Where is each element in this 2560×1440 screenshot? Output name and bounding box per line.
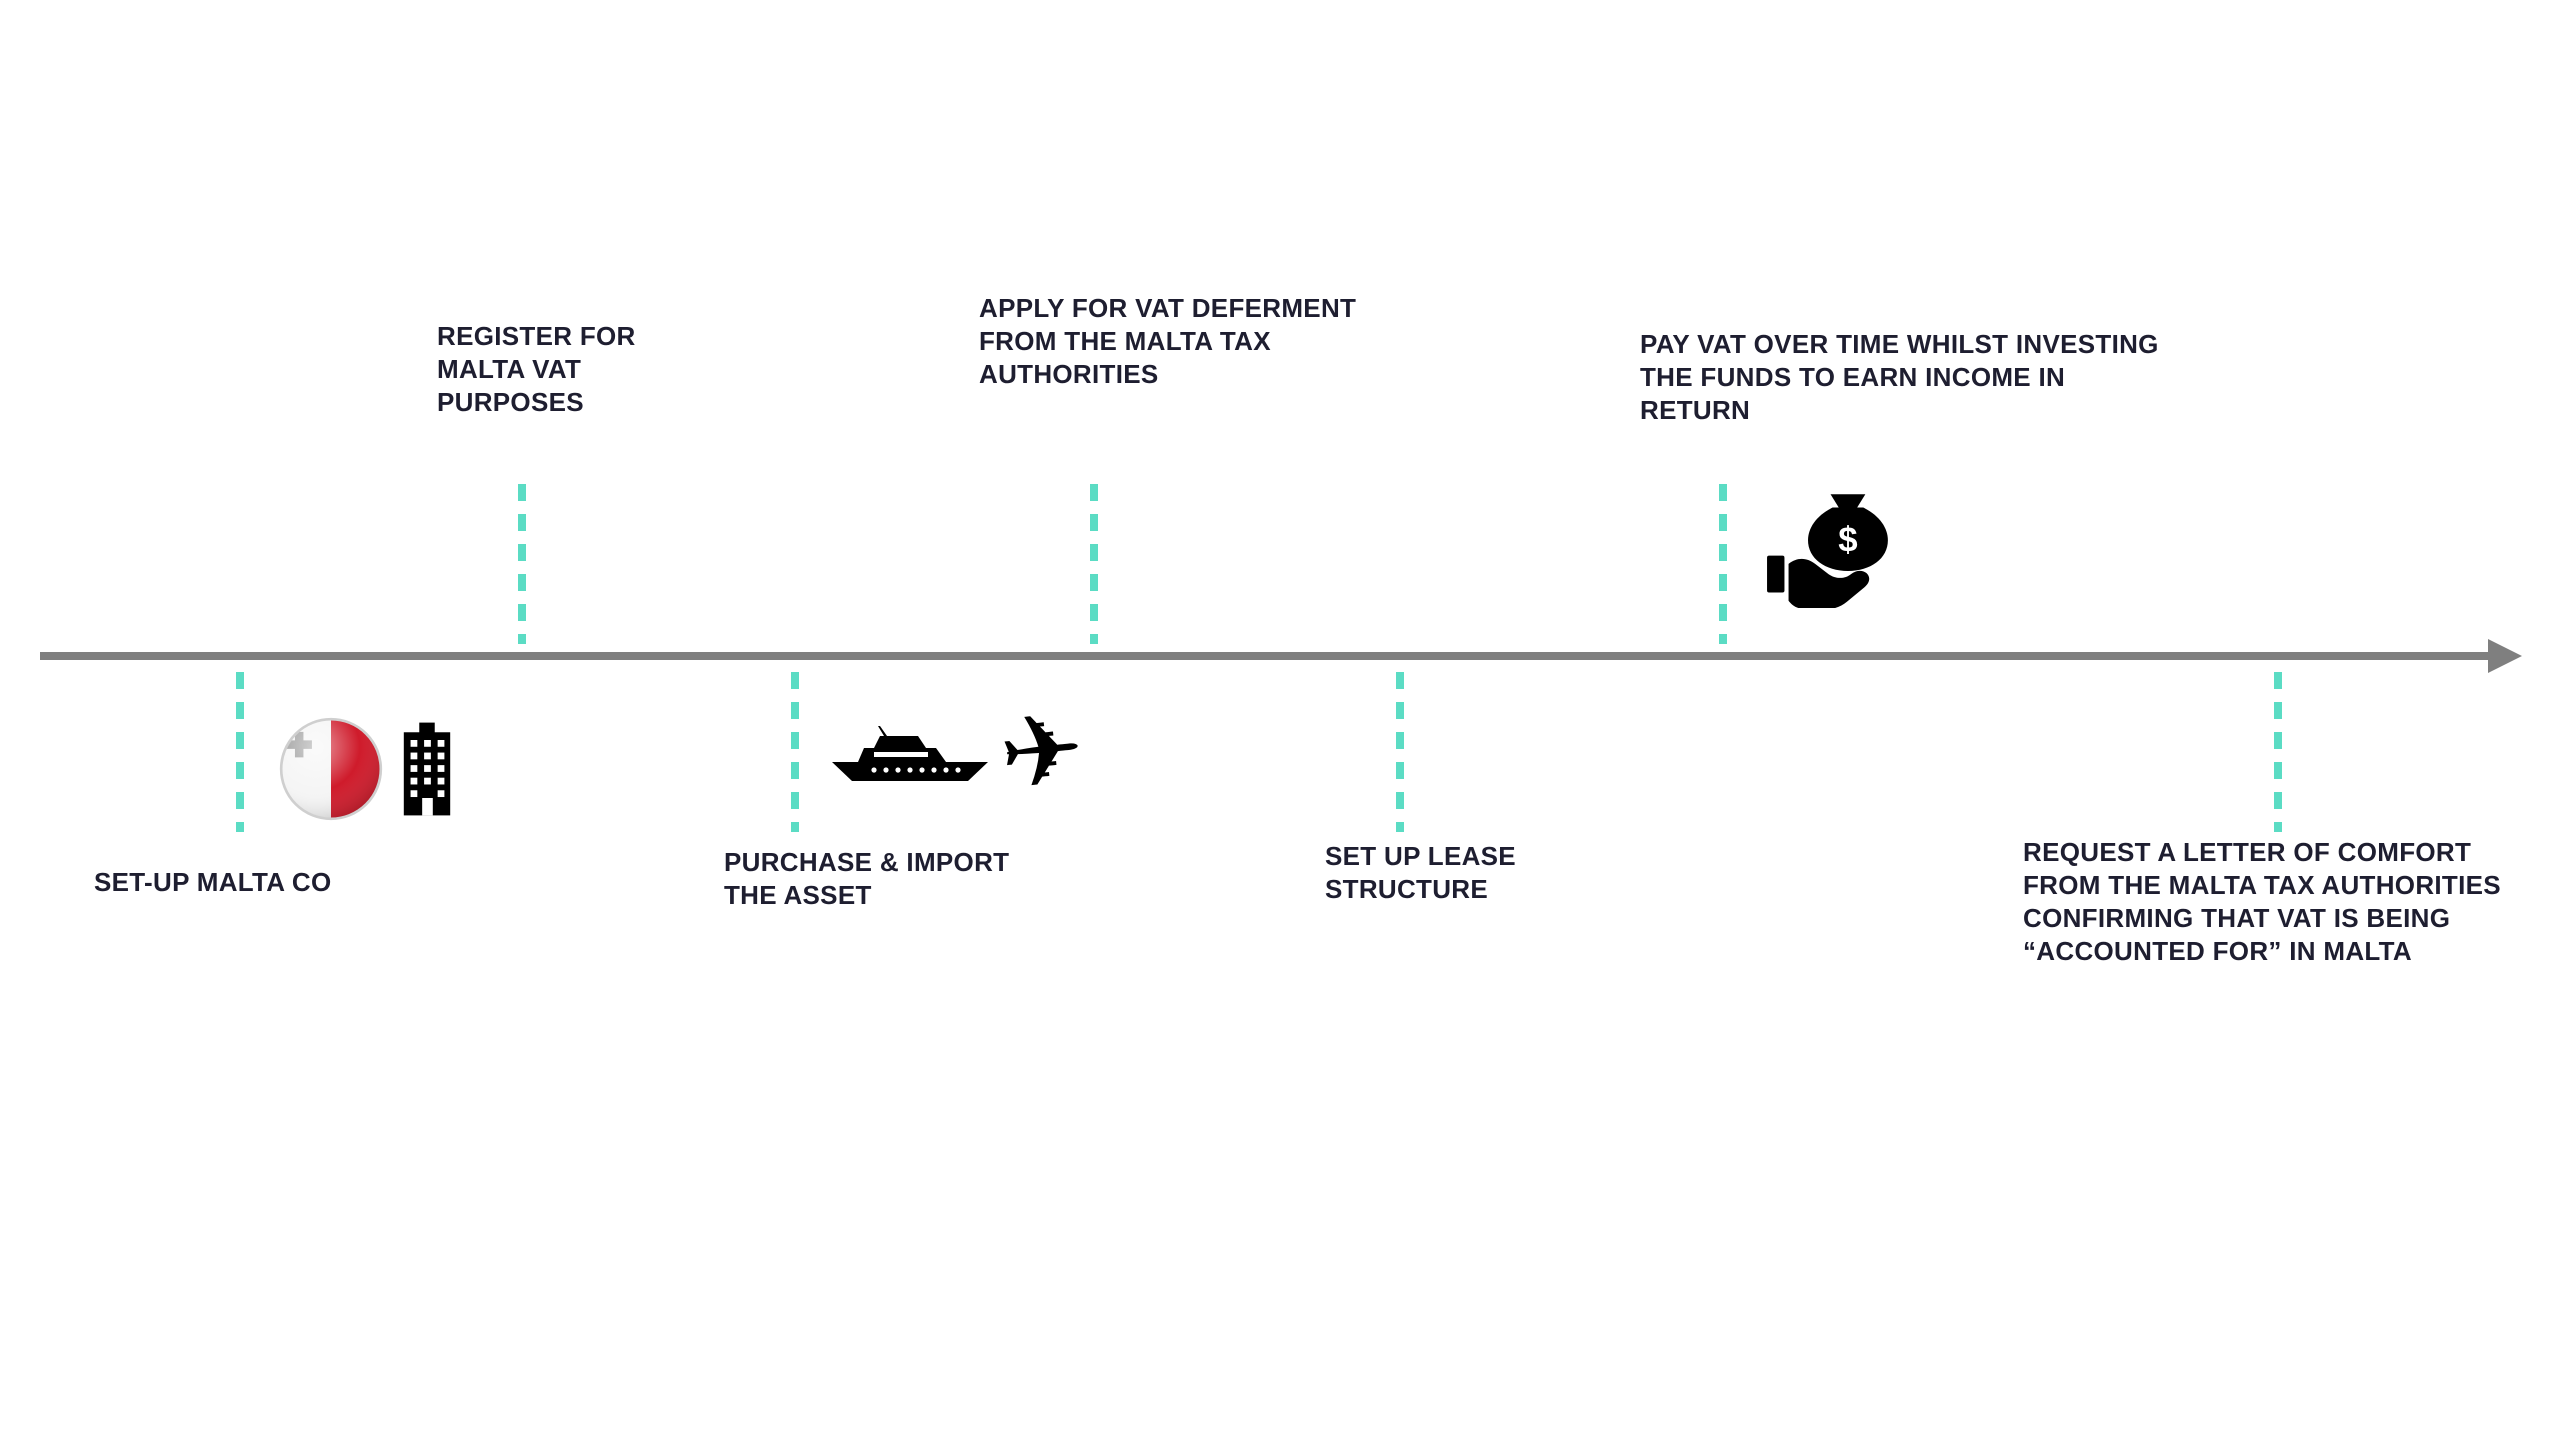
- building-icon: [398, 718, 456, 820]
- step-label-setup-malta-co: SET-UP MALTA CO: [94, 867, 332, 897]
- step-label-letter-of-comfort: REQUEST A LETTER OF COMFORT FROM THE MAL…: [2023, 837, 2501, 966]
- step-label-purchase-import: PURCHASE & IMPORT THE ASSET: [724, 847, 1010, 910]
- tick-setup-malta-co: [236, 672, 244, 832]
- tick-lease-structure: [1396, 672, 1404, 832]
- airplane-icon: ✈: [994, 688, 1090, 815]
- tick-vat-deferment: [1090, 484, 1098, 644]
- timeline-axis: [40, 652, 2492, 660]
- money-hand-icon: $: [1765, 490, 1893, 609]
- malta-flag-icon: [278, 716, 384, 822]
- step-label-lease-structure: SET UP LEASE STRUCTURE: [1325, 841, 1516, 904]
- step-label-pay-vat-over-time: PAY VAT OVER TIME WHILST INVESTING THE F…: [1640, 329, 2159, 425]
- tick-pay-vat-over-time: [1719, 484, 1727, 644]
- step-label-register-vat: REGISTER FOR MALTA VAT PURPOSES: [437, 321, 636, 417]
- tick-register-vat: [518, 484, 526, 644]
- tick-purchase-import: [791, 672, 799, 832]
- tick-letter-of-comfort: [2274, 672, 2282, 832]
- step-label-vat-deferment: APPLY FOR VAT DEFERMENT FROM THE MALTA T…: [979, 293, 1357, 389]
- timeline-arrowhead-icon: [2488, 639, 2522, 673]
- yacht-icon: [830, 722, 990, 786]
- svg-text:$: $: [1838, 521, 1857, 560]
